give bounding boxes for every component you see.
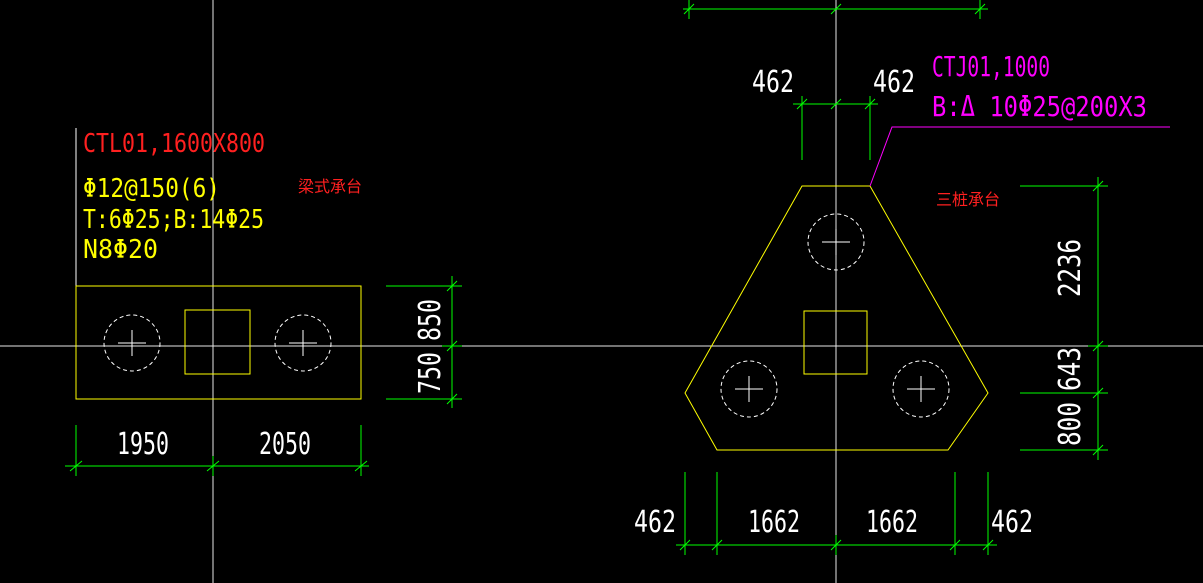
right-pile-cap: CTJ01,1000 B:Δ 10Φ25@200X3 三桩承台 462 462 … xyxy=(634,0,1170,555)
right-cap-side-dimension xyxy=(1020,177,1108,460)
right-cap-bars-label: B:Δ 10Φ25@200X3 xyxy=(932,90,1147,123)
left-cap-bottom-dimension xyxy=(65,425,369,476)
right-cap-column xyxy=(803,310,868,375)
right-cap-note: 三桩承台 xyxy=(936,190,1000,209)
right-cap-dim-643: 643 xyxy=(1053,347,1088,391)
left-cap-note: 梁式承台 xyxy=(298,177,362,196)
right-cap-top-partial-dimension xyxy=(683,0,988,19)
left-cap-name-label: CTL01,1600X800 xyxy=(83,129,265,159)
right-cap-dim-top-right-462: 462 xyxy=(873,65,915,100)
right-cap-name-label: CTJ01,1000 xyxy=(932,50,1050,83)
right-cap-pile-right xyxy=(892,360,950,418)
right-cap-pile-left xyxy=(720,360,778,418)
left-cap-side-bars-label: N8Φ20 xyxy=(83,235,158,265)
left-cap-dim-850: 850 xyxy=(413,299,448,341)
left-cap-column xyxy=(184,309,251,375)
left-cap-pile-2 xyxy=(274,314,332,372)
left-cap-outline xyxy=(75,285,362,400)
right-cap-dim-bottom-462-right: 462 xyxy=(991,505,1033,540)
left-pile-cap: CTL01,1600X800 Φ12@150(6) T:6Φ25;B:14Φ25… xyxy=(65,128,462,476)
right-cap-leader-line xyxy=(869,126,1170,187)
right-cap-dim-800: 800 xyxy=(1053,402,1088,446)
right-cap-top-dimension xyxy=(793,96,878,160)
right-cap-dim-2236: 2236 xyxy=(1053,239,1088,297)
left-cap-stirrup-label: Φ12@150(6) xyxy=(83,174,220,204)
right-cap-dim-top-left-462: 462 xyxy=(752,65,794,100)
left-cap-dim-1950: 1950 xyxy=(117,427,169,462)
left-cap-dim-2050: 2050 xyxy=(259,427,311,462)
left-cap-pile-1 xyxy=(103,314,161,372)
right-cap-dim-bottom-1662-right: 1662 xyxy=(866,505,918,540)
left-cap-bars-label: T:6Φ25;B:14Φ25 xyxy=(83,205,264,235)
right-cap-dim-bottom-462-left: 462 xyxy=(634,505,676,540)
right-cap-pile-top xyxy=(807,213,865,271)
left-cap-side-dimension xyxy=(386,276,462,408)
left-cap-dim-750: 750 xyxy=(413,352,448,394)
right-cap-dim-bottom-1662-left: 1662 xyxy=(748,505,800,540)
right-cap-bottom-dimension xyxy=(676,472,997,555)
